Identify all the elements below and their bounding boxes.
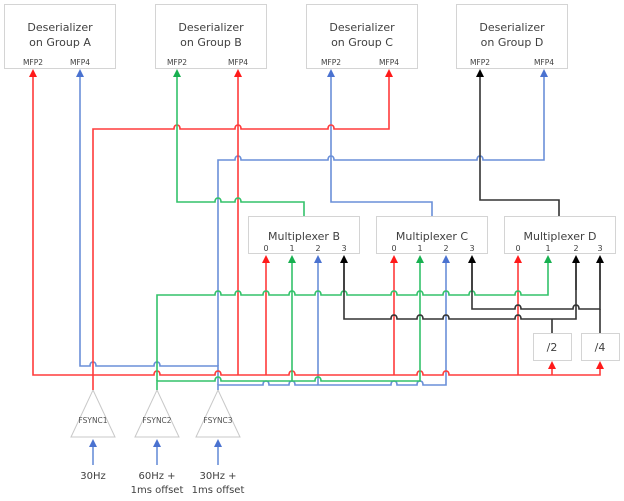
- input-offset: 1ms offset: [192, 485, 245, 496]
- fsync1-input: 30Hz: [80, 439, 106, 482]
- mux-input-0: 0: [515, 244, 520, 253]
- divider-label: /4: [595, 341, 606, 354]
- mux-input-3: 3: [469, 244, 474, 253]
- mux-input-1: 1: [417, 244, 422, 253]
- input-offset: 1ms offset: [131, 485, 184, 496]
- mux-input-1: 1: [545, 244, 550, 253]
- pin-mfp4: MFP4: [228, 58, 248, 67]
- pin-mfp2: MFP2: [321, 58, 341, 67]
- multiplexer-d: Multiplexer D 0 1 2 3: [504, 216, 616, 254]
- pin-mfp2: MFP2: [470, 58, 490, 67]
- deserializer-title: Deserializer: [479, 21, 545, 34]
- deserializer-group-a: Deserializer on Group A MFP2 MFP4: [4, 4, 116, 69]
- pin-mfp4: MFP4: [379, 58, 399, 67]
- divider-label: /2: [547, 341, 558, 354]
- fsync2-buffer: FSYNC2: [134, 388, 180, 438]
- mux-input-2: 2: [315, 244, 320, 253]
- mux-input-1: 1: [289, 244, 294, 253]
- divider-by-2: /2: [533, 333, 572, 361]
- mux-input-0: 0: [391, 244, 396, 253]
- fsync1-buffer: FSYNC1: [70, 388, 116, 438]
- fsync3-input: 30Hz + 1ms offset: [192, 439, 245, 496]
- deserializer-group-b: Deserializer on Group B MFP2 MFP4: [155, 4, 267, 69]
- wire-green-to-mux-d1: [156, 255, 552, 381]
- wire-black-mux-c3-to-mux-d3: [471, 262, 601, 310]
- pin-mfp2: MFP2: [23, 58, 43, 67]
- pin-mfp4: MFP4: [534, 58, 554, 67]
- deserializer-title: Deserializer: [178, 21, 244, 34]
- deserializer-subtitle: on Group A: [29, 36, 91, 49]
- deserializer-group-c: Deserializer on Group C MFP2 MFP4: [306, 4, 418, 69]
- multiplexer-title: Multiplexer D: [524, 230, 597, 243]
- wire-red-fsync1-bus: [92, 361, 604, 390]
- deserializer-subtitle: on Group D: [481, 36, 544, 49]
- input-frequency: 30Hz +: [199, 471, 236, 482]
- fsync-label: FSYNC2: [142, 416, 171, 425]
- deserializer-subtitle: on Group C: [331, 36, 393, 49]
- multiplexer-title: Multiplexer C: [396, 230, 468, 243]
- wire-red-to-group-a-mfp2: [29, 69, 93, 376]
- wire-blue-group-c-mfp2: [327, 69, 433, 216]
- deserializer-group-d: Deserializer on Group D MFP2 MFP4: [456, 4, 568, 69]
- multiplexer-title: Multiplexer B: [268, 230, 340, 243]
- multiplexer-b: Multiplexer B 0 1 2 3: [248, 216, 360, 254]
- wires: [29, 69, 604, 390]
- mux-input-0: 0: [263, 244, 268, 253]
- fsync-label: FSYNC1: [78, 416, 107, 425]
- multiplexer-c: Multiplexer C 0 1 2 3: [376, 216, 488, 254]
- wire-blue-to-group-a-mfp4: [76, 69, 219, 385]
- wire-black-group-d-mfp2: [476, 69, 560, 216]
- deserializer-title: Deserializer: [329, 21, 395, 34]
- input-frequency: 30Hz: [80, 471, 106, 482]
- fsync-label: FSYNC3: [203, 416, 232, 425]
- wire-black-mux-b3-to-mux-d2: [343, 262, 577, 320]
- deserializer-subtitle: on Group B: [180, 36, 242, 49]
- mux-input-2: 2: [573, 244, 578, 253]
- pin-mfp4: MFP4: [70, 58, 90, 67]
- pin-mfp2: MFP2: [167, 58, 187, 67]
- wire-blue-fsync3-to-mux: [217, 255, 450, 390]
- mux-input-3: 3: [341, 244, 346, 253]
- mux-input-2: 2: [443, 244, 448, 253]
- mux-input-3: 3: [597, 244, 602, 253]
- wire-green-fsync2-bus: [156, 255, 424, 390]
- divider-by-4: /4: [581, 333, 620, 361]
- fsync2-input: 60Hz + 1ms offset: [131, 439, 184, 496]
- deserializer-title: Deserializer: [27, 21, 93, 34]
- wire-green-group-b-mfp2: [173, 69, 305, 216]
- input-frequency: 60Hz +: [138, 471, 175, 482]
- fsync3-buffer: FSYNC3: [195, 388, 241, 438]
